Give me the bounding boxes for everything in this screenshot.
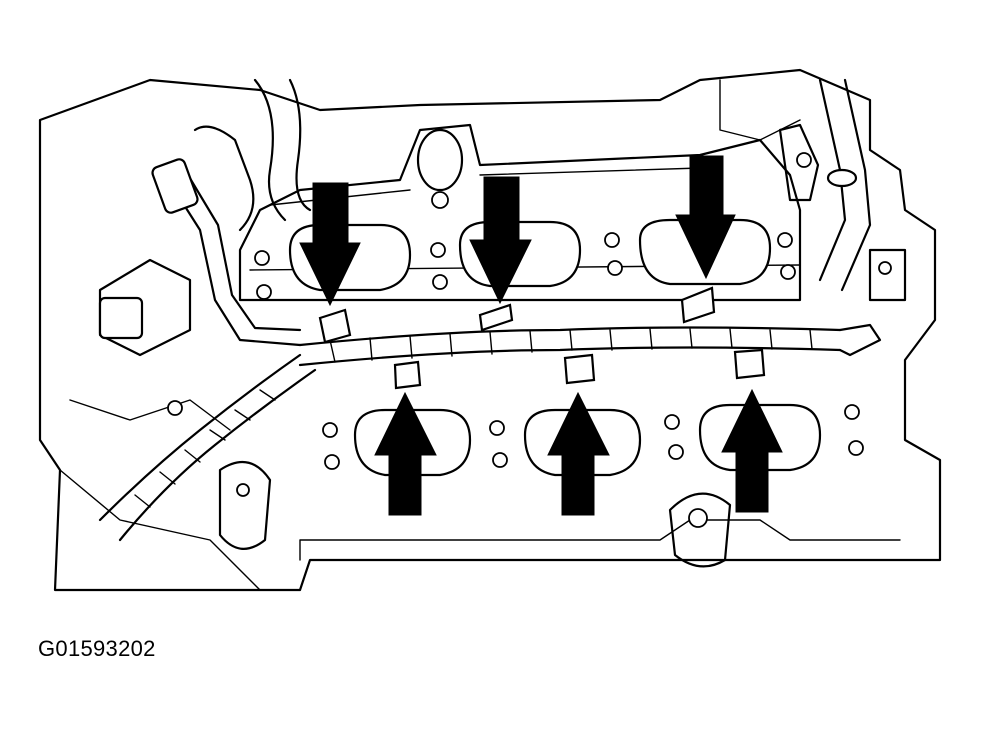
- harness-clip: [478, 303, 514, 332]
- bolt-icon: [167, 400, 183, 416]
- bolt-icon: [688, 508, 708, 528]
- bolt-icon: [878, 261, 892, 275]
- harness-clip: [393, 360, 422, 390]
- bolt-icon: [607, 260, 623, 276]
- bolt-icon: [431, 191, 449, 209]
- lower-bosses: [218, 460, 732, 568]
- arrows-down: [299, 155, 736, 307]
- sensor-connector: [98, 296, 144, 340]
- harness-clip: [680, 286, 716, 324]
- bolt-icon: [668, 444, 684, 460]
- figure-id-label: G01593202: [38, 636, 156, 661]
- bolt-icon: [254, 250, 270, 266]
- engine-line-drawing: [38, 68, 942, 592]
- bolt-icon: [324, 454, 340, 470]
- bolt-icon: [489, 420, 505, 436]
- stud-icon: [236, 483, 250, 497]
- arrow-up-icon: [721, 388, 783, 513]
- bolt-icon: [256, 284, 272, 300]
- bolt-icon: [848, 440, 864, 456]
- wiring-harness: [98, 323, 882, 542]
- left-hose-assembly: [98, 78, 312, 357]
- arrows-up: [374, 388, 783, 516]
- harness-clip: [733, 348, 766, 380]
- arrow-up-icon: [547, 391, 610, 516]
- bolt-icon: [664, 414, 680, 430]
- bolt-icon: [604, 232, 620, 248]
- harness-clips: [318, 286, 766, 390]
- bolt-icon: [430, 242, 446, 258]
- bolt-icon: [432, 274, 448, 290]
- harness-clip: [318, 308, 352, 344]
- arrow-down-icon: [675, 155, 736, 280]
- bolt-icon: [796, 152, 812, 168]
- bolt-icon: [322, 422, 338, 438]
- bolt-icon: [780, 264, 796, 280]
- arrow-down-icon: [299, 182, 361, 307]
- harness-clip: [563, 353, 596, 385]
- tower-boss-upper: [416, 128, 464, 192]
- arrow-down-icon: [469, 176, 532, 305]
- right-hose: [778, 78, 907, 302]
- bolt-icon: [844, 404, 860, 420]
- arrow-up-icon: [374, 391, 437, 516]
- bolt-icon: [777, 232, 793, 248]
- bolt-icon: [492, 452, 508, 468]
